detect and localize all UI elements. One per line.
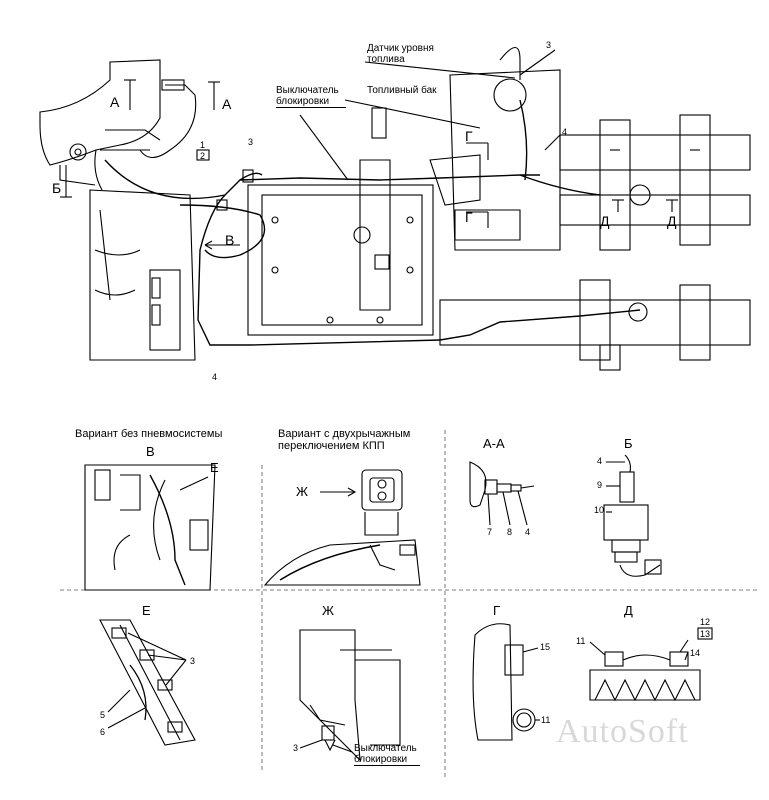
detail-v-e-marker: Е [210, 460, 219, 475]
view-v-marker: В [225, 232, 235, 248]
lock-switch-label-bottom: Выключатель блокировки [354, 743, 420, 766]
detail-e-title: Е [142, 603, 151, 618]
detail-aa-drawing [469, 461, 535, 526]
callout-14: 14 [690, 648, 701, 658]
detail-zh-drawing [263, 469, 421, 586]
detail-aa-title: А-А [483, 436, 505, 451]
section-d-left: Д [600, 213, 610, 229]
callout-15: 15 [540, 642, 551, 652]
autosoft-watermark: AutoSoft [556, 713, 689, 750]
fuel-tank-label: Топливный бак [367, 85, 437, 96]
frame-rail-bottom [439, 279, 751, 371]
detail-g-title: Г [493, 603, 501, 618]
callout-4-aa: 4 [525, 527, 531, 537]
callout-8: 8 [507, 527, 513, 537]
frame-rail-top [559, 114, 751, 251]
detail-b-title: Б [624, 436, 633, 451]
detail-g-drawing [472, 623, 540, 741]
left-body-block [89, 189, 196, 361]
detail-b-drawing [603, 454, 662, 577]
callout-3-zh: 3 [293, 743, 299, 753]
detail-d-drawing [589, 627, 713, 702]
section-a-right: А [222, 96, 232, 112]
callout-13: 13 [700, 629, 711, 639]
section-a-left: А [110, 94, 120, 110]
sensor-a-assembly [139, 79, 197, 159]
detail-zh-bottom-drawing [299, 629, 401, 762]
detail-e-drawing [99, 619, 196, 746]
detail-d-title: Д [624, 603, 633, 618]
callout-10: 10 [594, 505, 605, 515]
variant-no-pneumatic-caption: Вариант без пневмосистемы [75, 428, 223, 440]
callout-4-right: 4 [562, 127, 568, 137]
callout-3-top: 3 [248, 137, 254, 147]
fuel-level-sensor-label: Датчик уровня топлива [367, 43, 434, 65]
frame-plate [247, 107, 434, 336]
detail-v-drawing [84, 464, 216, 591]
callout-11-g: 11 [541, 715, 551, 725]
harness-runs [104, 99, 641, 346]
callout-3-sensor: 3 [546, 40, 552, 50]
view-b-marker: Б [52, 180, 62, 196]
callout-5: 5 [100, 710, 106, 720]
callout-11-d: 11 [576, 636, 586, 646]
callout-12: 12 [700, 617, 711, 627]
callout-2: 2 [200, 151, 206, 161]
detail-zh-title: Ж [322, 603, 335, 618]
detail-zh-marker: Ж [296, 484, 309, 499]
section-g-upper: Г [465, 128, 473, 144]
callout-6: 6 [100, 727, 106, 737]
variant-two-lever-caption: Вариант с двухрычажным переключением КПП [278, 428, 411, 452]
section-g-lower: Г [465, 209, 473, 225]
callout-7: 7 [487, 527, 493, 537]
callout-3-e: 3 [190, 656, 196, 666]
detail-v-title: В [146, 444, 155, 459]
callout-4-bottom: 4 [212, 372, 218, 382]
callout-1: 1 [200, 140, 206, 150]
fuel-tank [429, 46, 561, 251]
callout-9: 9 [597, 480, 603, 490]
callout-4-b: 4 [597, 456, 603, 466]
section-d-right: Д [667, 213, 677, 229]
cab-outline [39, 59, 161, 191]
lock-switch-label-top: Выключатель блокировки [276, 85, 346, 108]
